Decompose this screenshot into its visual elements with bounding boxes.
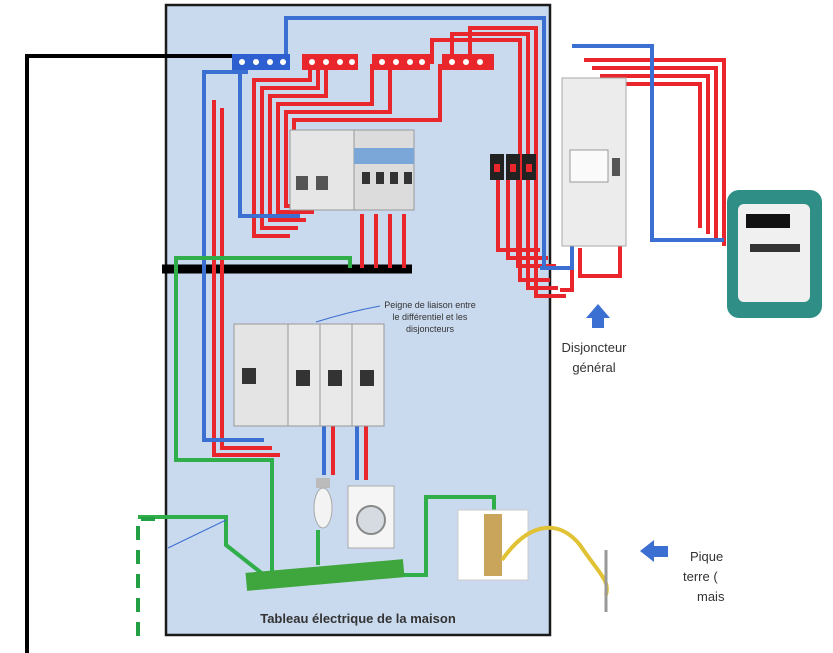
comb-note-line3: disjoncteurs	[406, 324, 455, 334]
right-crop	[726, 520, 833, 630]
note-pointer	[315, 305, 381, 323]
comb-note-line2: le différentiel et les	[393, 312, 468, 322]
electric-meter-icon	[727, 190, 822, 318]
washing-machine-icon	[347, 485, 395, 549]
earth-connection-box	[457, 509, 529, 581]
main-breaker	[561, 77, 627, 247]
fuse-holders	[490, 154, 536, 180]
upper-breaker-block	[289, 129, 415, 211]
ground-stake-label-line3: mais	[697, 589, 725, 604]
ground-stake-label-line1: Pique	[690, 549, 723, 564]
lower-breaker-block	[233, 323, 385, 427]
earth-dashed-wire	[136, 517, 155, 645]
earth-wires	[138, 256, 496, 577]
external-black-wire	[25, 54, 232, 653]
main-breaker-label-line1: Disjoncteur	[561, 340, 627, 355]
main-breaker-label-line2: général	[572, 360, 615, 375]
ground-stake-label-line2: terre (	[683, 569, 718, 584]
panel-title: Tableau électrique de la maison	[260, 611, 456, 626]
pointer-line	[167, 519, 227, 549]
arrow-icon	[586, 304, 610, 328]
terminal-blocks	[232, 54, 494, 70]
arrow-icon	[640, 540, 668, 562]
light-bulb-icon	[313, 478, 333, 529]
earth-bar	[245, 559, 405, 591]
comb-note-line1: Peigne de liaison entre	[384, 300, 476, 310]
